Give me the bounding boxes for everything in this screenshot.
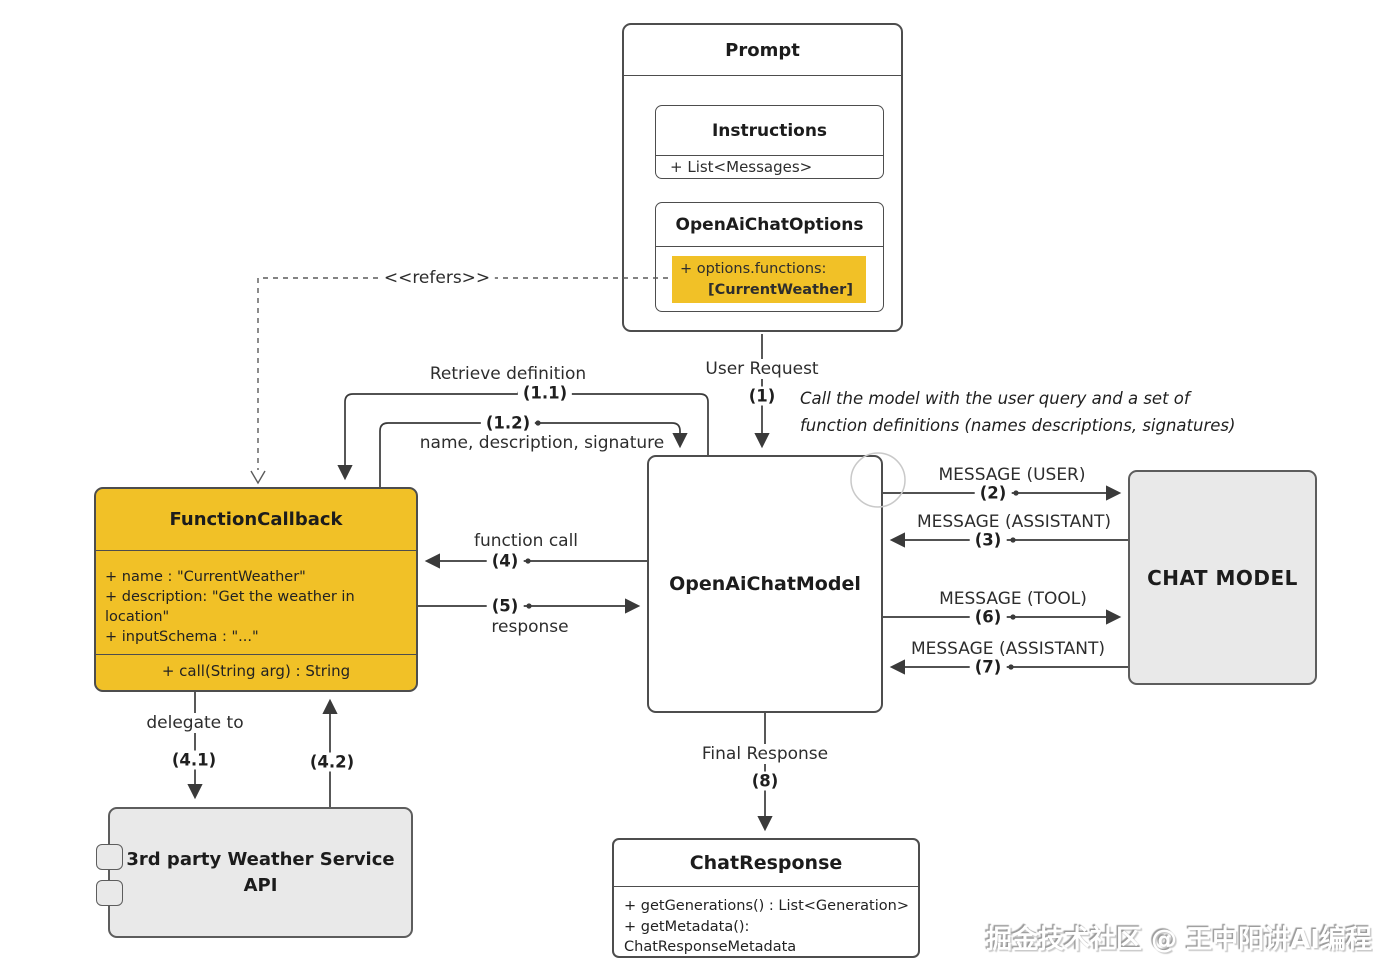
weather-api-title-line2: API xyxy=(243,874,278,896)
weather-api-title-line1: 3rd party Weather Service xyxy=(126,848,395,870)
function-callback-attributes: + name : "CurrentWeather" + description:… xyxy=(96,550,416,655)
fc-attr-description: + description: "Get the weather in locat… xyxy=(105,589,355,625)
options-functions-attribute: + options.functions: xyxy=(680,261,827,277)
user-request-label: User Request xyxy=(700,359,824,379)
step-4-2-label: (4.2) xyxy=(304,752,360,772)
step-3-label: (3) xyxy=(969,530,1007,550)
openai-chat-options-title: OpenAiChatOptions xyxy=(656,203,883,247)
instructions-box: Instructions + List<Messages> xyxy=(655,105,884,179)
function-callback-title: FunctionCallback xyxy=(96,489,416,551)
step-1-label: (1) xyxy=(743,386,781,406)
prompt-title: Prompt xyxy=(624,25,901,76)
message-assistant-7-label: MESSAGE (ASSISTANT) xyxy=(905,639,1111,659)
step-5-label: (5) xyxy=(486,596,524,616)
chat-response-title: ChatResponse xyxy=(614,840,918,887)
chat-response-box: ChatResponse + getGenerations() : List<G… xyxy=(612,838,920,958)
step-4-label: (4) xyxy=(486,551,524,571)
call-model-annotation: Call the model with the user query and a… xyxy=(800,385,1235,439)
component-port-icon xyxy=(96,844,123,870)
chat-response-methods: + getGenerations() : List<Generation> + … xyxy=(614,887,918,958)
message-assistant-3-label: MESSAGE (ASSISTANT) xyxy=(911,512,1117,532)
openai-chat-options-box: OpenAiChatOptions + options.functions: [… xyxy=(655,202,884,312)
response-label: response xyxy=(486,617,574,637)
message-tool-label: MESSAGE (TOOL) xyxy=(934,589,1092,609)
cr-method-get-generations: + getGenerations() : List<Generation> xyxy=(624,898,909,914)
watermark-text: 掘金技术社区 @ 王中阳讲AI编程 xyxy=(986,925,1372,955)
cr-method-get-metadata: + getMetadata(): ChatResponseMetadata xyxy=(624,918,797,956)
name-description-signature-label: name, description, signature xyxy=(414,433,670,453)
current-weather-value: [CurrentWeather] xyxy=(708,282,853,298)
instructions-title: Instructions xyxy=(656,106,883,156)
fc-attr-input-schema: + inputSchema : "..." xyxy=(105,629,259,645)
chat-model-title: CHAT MODEL xyxy=(1147,565,1298,590)
chat-model-box: CHAT MODEL xyxy=(1128,470,1317,685)
step-4-1-label: (4.1) xyxy=(166,750,222,770)
step-6-label: (6) xyxy=(969,607,1007,627)
message-user-label: MESSAGE (USER) xyxy=(933,465,1091,485)
function-call-label: function call xyxy=(468,531,584,551)
fc-attr-name: + name : "CurrentWeather" xyxy=(105,569,306,585)
step-2-label: (2) xyxy=(974,483,1012,503)
delegate-to-label: delegate to xyxy=(141,713,249,733)
openai-chat-model-box: OpenAiChatModel xyxy=(647,455,883,713)
refers-label: <<refers>> xyxy=(378,268,496,288)
weather-api-box: 3rd party Weather Service API xyxy=(96,807,413,938)
function-callback-box: FunctionCallback + name : "CurrentWeathe… xyxy=(94,487,418,692)
step-8-label: (8) xyxy=(746,771,784,791)
annotation-line-1: Call the model with the user query and a… xyxy=(800,389,1190,408)
fc-method-call: + call(String arg) : String xyxy=(161,661,351,680)
final-response-label: Final Response xyxy=(696,744,834,764)
retrieve-definition-label: Retrieve definition xyxy=(424,364,592,384)
step-7-label: (7) xyxy=(969,657,1007,677)
options-functions-highlight: + options.functions: [CurrentWeather] xyxy=(672,256,866,303)
component-port-icon xyxy=(96,880,123,906)
step-1-2-label: (1.2) xyxy=(480,413,536,433)
step-1-1-label: (1.1) xyxy=(517,383,573,403)
prompt-box: Prompt Instructions + List<Messages> Ope… xyxy=(622,23,903,332)
instructions-attribute: + List<Messages> xyxy=(670,158,813,176)
openai-chat-model-title: OpenAiChatModel xyxy=(669,573,861,595)
annotation-line-2: function definitions (names descriptions… xyxy=(800,416,1236,435)
